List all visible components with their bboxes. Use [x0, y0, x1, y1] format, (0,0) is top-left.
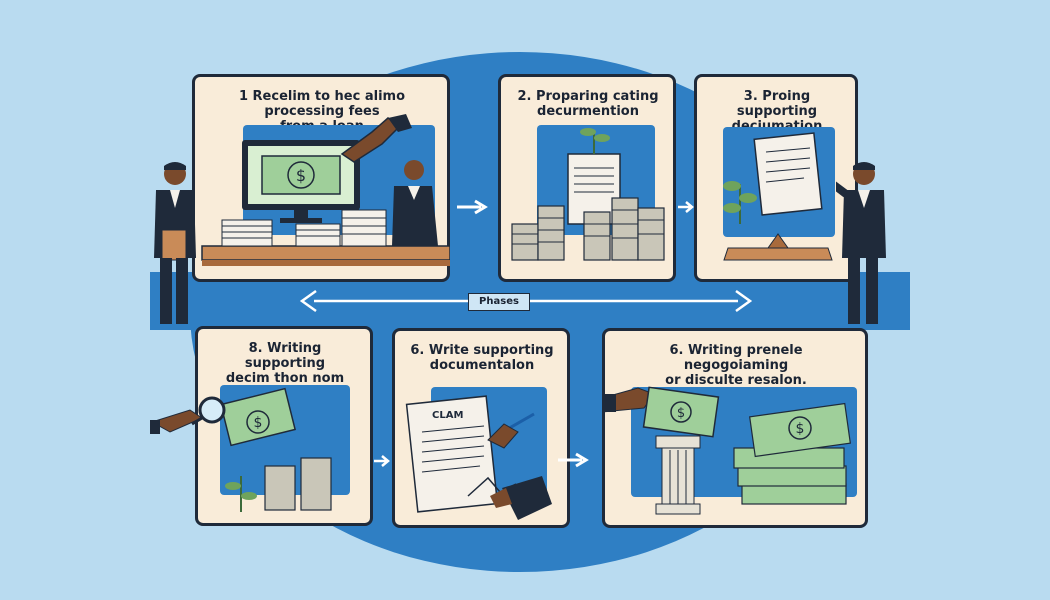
svg-text:$: $ [677, 406, 685, 421]
arrow-2-3 [678, 201, 694, 213]
step-card-4: 8. Writing supporting decim thon nom ong… [195, 326, 373, 526]
svg-text:$: $ [796, 421, 805, 437]
step-card-1: 1 Recelim to hec alimo processing fees f… [192, 74, 450, 282]
step-6-title: 6. Writing prenele negogoiaming or discu… [665, 343, 807, 388]
step-card-2: 2. Proparing cating decurmention [498, 74, 676, 282]
person-right [836, 162, 886, 324]
arrow-5-6 [558, 452, 589, 468]
arrow-4-5 [374, 455, 390, 467]
svg-text:$: $ [296, 166, 306, 185]
svg-text:$: $ [254, 415, 263, 431]
claim-text: CLAM [432, 410, 463, 421]
arrow-1-2 [457, 199, 488, 215]
magnifier-hand [150, 396, 226, 434]
step-2-title: 2. Proparing cating decurmention [517, 89, 659, 119]
step-1-illustration: $ [201, 114, 450, 266]
step-card-6: 6. Writing prenele negogoiaming or discu… [602, 328, 868, 528]
step-1-title: 1 Recelim to hec alimo processing fees f… [238, 89, 406, 134]
step-6-illustration: $ $ [602, 386, 851, 515]
step-4-illustration: $ [219, 387, 332, 512]
phases-label: Phases [468, 293, 530, 311]
step-2-illustration [511, 128, 665, 261]
step-card-3: 3. Proing supporting deciumation [694, 74, 858, 282]
step-3-illustration [723, 132, 833, 261]
step-5-title: 6. Write supporting documentalon [410, 343, 554, 373]
person-left [154, 162, 196, 324]
step-5-illustration: CLAM [405, 395, 552, 520]
step-card-5: 6. Write supporting documentalon CLAM [392, 328, 570, 528]
